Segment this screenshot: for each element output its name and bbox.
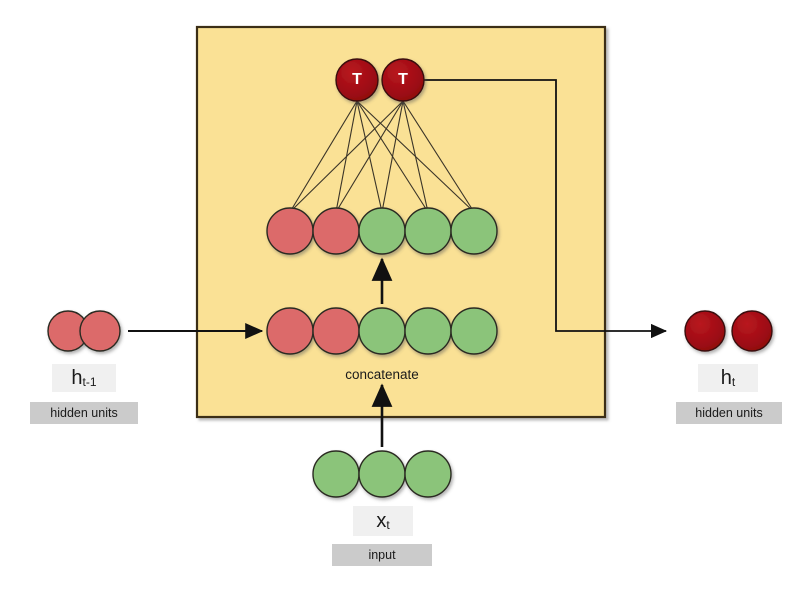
t-to-hidden-edges (289, 100, 475, 213)
concat-node-green[interactable] (404, 307, 452, 355)
hidden-layer-nodes (266, 207, 498, 255)
t-node-label: T (352, 71, 362, 88)
prev-hidden-node[interactable] (79, 310, 121, 352)
t-node[interactable] (335, 58, 379, 102)
next-hidden-units-chip: hidden units (676, 402, 782, 424)
input-node[interactable] (358, 450, 406, 498)
concat-layer-nodes (266, 307, 498, 355)
hidden-node-red[interactable] (312, 207, 360, 255)
t-layer-nodes (335, 58, 425, 102)
next-hidden-subscript: t (731, 375, 736, 389)
hidden-node-green[interactable] (358, 207, 406, 255)
hidden-node-green[interactable] (404, 207, 452, 255)
next-hidden-units-label: hidden units (695, 406, 763, 420)
concat-node-red[interactable] (312, 307, 360, 355)
next-hidden-nodes (684, 310, 773, 352)
concat-node-green[interactable] (358, 307, 406, 355)
next-hidden-node[interactable] (731, 310, 773, 352)
input-variable: x (376, 509, 387, 532)
input-subscript: t (386, 518, 390, 532)
prev-hidden-units-chip: hidden units (30, 402, 138, 424)
prev-hidden-variable: h (71, 366, 83, 389)
hidden-node-green[interactable] (450, 207, 498, 255)
prev-hidden-subscript: t-1 (82, 375, 97, 389)
concat-node-red[interactable] (266, 307, 314, 355)
input-node[interactable] (404, 450, 452, 498)
t-node-label: T (398, 71, 408, 88)
next-hidden-node[interactable] (684, 310, 726, 352)
next-hidden-variable: h (720, 366, 732, 389)
prev-hidden-nodes (47, 310, 121, 352)
input-units-label: input (368, 548, 396, 562)
input-node[interactable] (312, 450, 360, 498)
concat-node-green[interactable] (450, 307, 498, 355)
concatenate-caption: concatenate (345, 367, 419, 382)
input-nodes (312, 450, 452, 498)
prev-hidden-units-label: hidden units (50, 406, 118, 420)
input-units-chip: input (332, 544, 432, 566)
output-route-line (422, 79, 668, 339)
hidden-node-red[interactable] (266, 207, 314, 255)
t-node[interactable] (381, 58, 425, 102)
